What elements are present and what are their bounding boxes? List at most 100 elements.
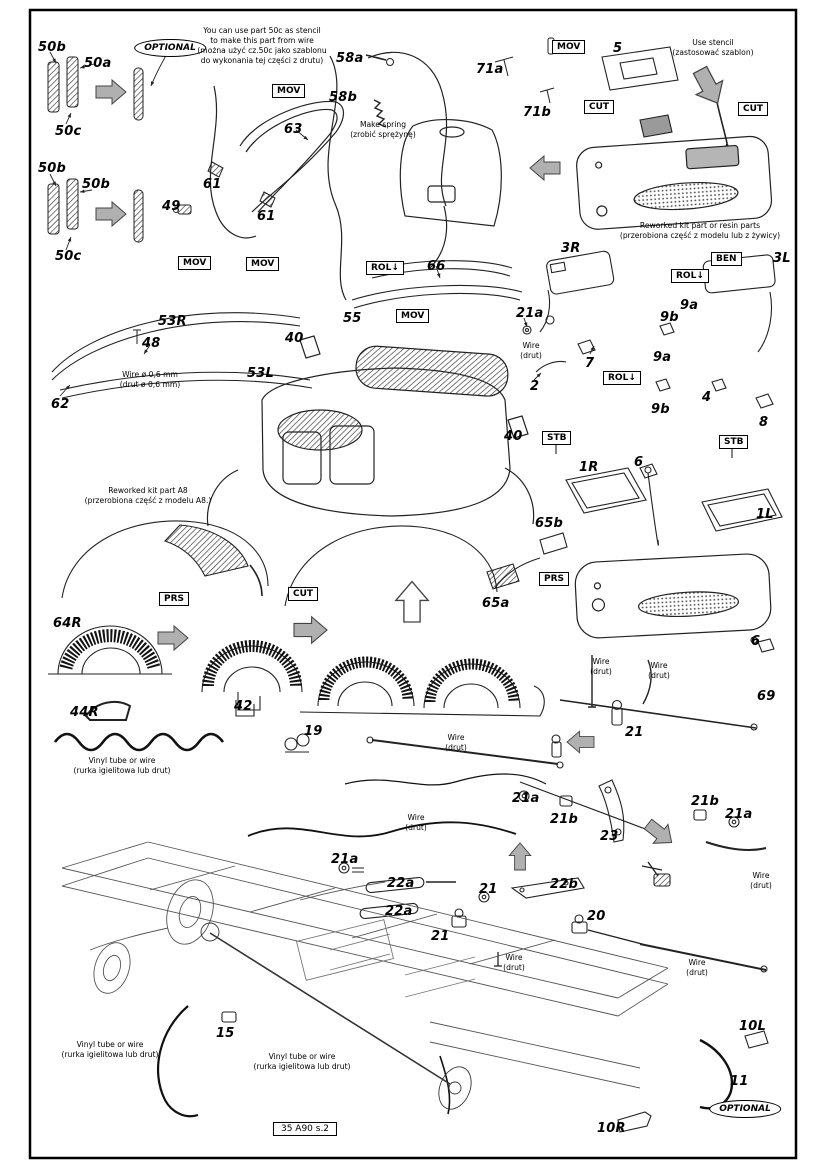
label-line: 8 [759, 415, 769, 430]
label-line: (rurka igielitowa lub drut) [73, 765, 171, 775]
part-9a: 9a [653, 350, 671, 365]
label-line: Wire [688, 958, 706, 967]
part-53R: 53R [158, 314, 187, 329]
note-wire: Wire(drut) [686, 958, 708, 978]
label-line: Make spring [359, 120, 407, 129]
label-line: 65b [535, 516, 563, 531]
part-8: 8 [759, 415, 768, 430]
label-line: Use stencil [692, 38, 734, 47]
label-line: Wire [407, 813, 425, 822]
part-1R: 1R [579, 460, 598, 475]
label-line: (drut) [686, 967, 708, 977]
part-69: 69 [757, 689, 776, 704]
label-line: MOV [401, 311, 425, 321]
label-line: Wire [505, 953, 523, 962]
part-63: 63 [284, 122, 303, 137]
label-line: (drut) [648, 670, 670, 680]
part-40: 40 [504, 429, 523, 444]
label-line: 9b [651, 402, 670, 417]
label-line: 64R [53, 616, 82, 631]
label-line: Wire [522, 341, 540, 350]
label-line: Vinyl tube or wire [268, 1052, 336, 1061]
label-line: (drut) [503, 962, 525, 972]
label-line: (rurka igielitowa lub drut) [61, 1049, 159, 1059]
part-50c: 50c [55, 249, 81, 264]
part-7: 7 [585, 356, 594, 371]
wires-art [53, 732, 769, 1133]
part-64R: 64R [53, 616, 82, 631]
sheet-code: 35 A90 s.2 [272, 1122, 338, 1136]
action-prs: PRS [159, 592, 190, 607]
label-line: Vinyl tube or wire [76, 1040, 144, 1049]
label-line: 9a [653, 350, 672, 365]
action-mov: MOV [272, 84, 306, 99]
label-line: (przerobiona część z modelu A8.) [84, 495, 212, 505]
part-9b: 9b [660, 310, 679, 325]
label-line: 69 [757, 689, 776, 704]
action-mov: MOV [178, 256, 212, 271]
label-line: Wire ø 0,6 mm [122, 370, 178, 379]
label-line: CUT [293, 589, 314, 599]
label-line: 15 [216, 1026, 235, 1041]
action-rol: ROL↓ [671, 269, 709, 284]
part-61: 61 [257, 209, 276, 224]
stencil-art [601, 46, 731, 153]
part-50b: 50b [38, 40, 66, 55]
action-rol: ROL↓ [366, 261, 404, 276]
label-line: 21a [331, 852, 359, 867]
label-line: 22a [387, 876, 415, 891]
label-line: 53R [158, 314, 187, 329]
part-44R: 44R [70, 705, 99, 720]
note-reworked-resin: Reworked kit part or resin parts(przerob… [620, 221, 780, 241]
part-71b: 71b [523, 105, 551, 120]
label-line: 21b [550, 812, 578, 827]
part-23: 23 [600, 829, 619, 844]
note-wire: Wire(drut) [405, 813, 427, 833]
fuel-tank-top-art [576, 135, 773, 230]
action-mov: MOV [552, 40, 586, 55]
label-line: MOV [183, 258, 207, 268]
label-line: (drut) [590, 666, 612, 676]
label-line: 71a [476, 62, 504, 77]
action-stb: STB [542, 431, 572, 446]
part-21a: 21a [516, 306, 543, 321]
label-line: Wire [592, 657, 610, 666]
label-line: 50c [55, 124, 82, 139]
label-line: Wire [650, 661, 668, 670]
label-line: 50b [38, 161, 66, 176]
label-line: (rurka igielitowa lub drut) [253, 1061, 351, 1071]
part-6: 6 [751, 634, 760, 649]
part-65a: 65a [482, 596, 509, 611]
label-line: 61 [203, 177, 222, 192]
part-10L: 10L [739, 1019, 766, 1034]
cab-body-art [206, 119, 535, 527]
part-21b: 21b [550, 812, 578, 827]
label-line: 21 [479, 882, 498, 897]
part-71a: 71a [476, 62, 503, 77]
label-line: Reworked kit part A8 [108, 486, 188, 495]
label-line: BEN [716, 254, 737, 264]
label-line: 3R [561, 241, 581, 256]
part-66: 66 [427, 259, 446, 274]
part-40: 40 [285, 331, 304, 346]
label-line: 58b [329, 90, 357, 105]
optional-badge-bottom: OPTIONAL [709, 1100, 781, 1118]
part-21: 21 [431, 929, 450, 944]
label-line: OPTIONAL [719, 1104, 771, 1114]
action-rol: ROL↓ [603, 371, 641, 386]
label-line: 9b [660, 310, 679, 325]
label-line: You can use part 50c as stencil [203, 26, 321, 35]
label-line: 10R [597, 1121, 626, 1136]
label-line: 3L [773, 251, 791, 266]
note-wire: Wire(drut) [503, 953, 525, 973]
action-prs: PRS [539, 572, 570, 587]
part-1L: 1L [756, 507, 774, 522]
note-wire: Wire(drut) [520, 341, 542, 361]
label-line: 21 [625, 725, 644, 740]
part-11: 11 [730, 1074, 749, 1089]
fuel-tank-right-art [574, 553, 772, 639]
part-62: 62 [51, 397, 70, 412]
